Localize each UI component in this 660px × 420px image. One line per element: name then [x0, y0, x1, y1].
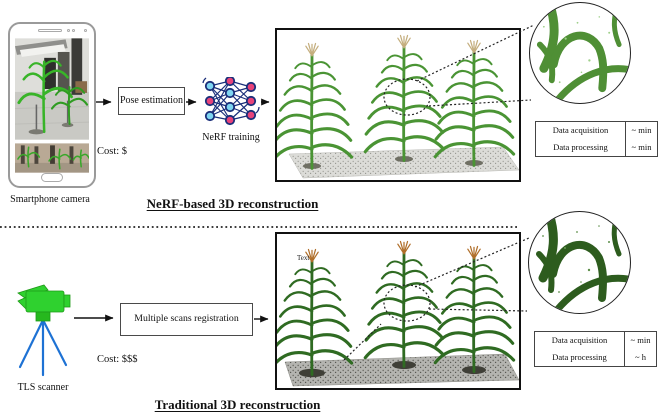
text-annotation: Text: [297, 254, 310, 262]
registration-label: Multiple scans registration: [134, 313, 239, 325]
table-cell-value: ~ min: [624, 332, 656, 349]
traditional-section-heading: Traditional 3D reconstruction: [154, 397, 321, 412]
neural-network-icon: [202, 77, 260, 126]
corn-plant: [433, 245, 516, 374]
nn-accent-arcs: [202, 77, 260, 114]
magnified-leaf-detail: [529, 212, 629, 312]
tripod-legs: [18, 318, 68, 377]
nerf-training-label: NeRF training: [202, 132, 260, 143]
smartphone-icon: [8, 22, 96, 188]
phone-speaker: [38, 29, 62, 32]
nerf-cost-label: Cost: $: [97, 146, 128, 157]
nerf-section-heading: NeRF-based 3D reconstruction: [146, 196, 319, 211]
phone-camera-dot: [84, 29, 87, 32]
nerf-point-cloud-plants: [271, 34, 520, 179]
table-cell-label: Data processing: [553, 142, 608, 152]
table-cell-value: ~ min: [625, 122, 657, 139]
tls-scanner-label: TLS scanner: [17, 382, 69, 393]
table-cell-value: ~ h: [624, 349, 656, 366]
tls-point-cloud-plants: [271, 240, 520, 387]
corn-plant: [271, 248, 354, 377]
phone-photo-strip: [15, 143, 89, 173]
corn-plant: [363, 240, 446, 369]
phone-sensor-dot: [67, 29, 70, 32]
corn-plant: [271, 42, 354, 171]
pose-estimation-box: Pose estimation: [118, 87, 185, 115]
phone-home-button: [41, 173, 63, 182]
nn-edges: [209, 80, 252, 121]
nerf-timing-table: Data acquisition ~ min Data processing ~…: [535, 121, 658, 157]
nn-nodes: [204, 77, 257, 126]
magnified-leaf-detail: [530, 3, 629, 102]
tls-scanner-icon: [17, 284, 71, 377]
traditional-timing-table: Data acquisition ~ min Data processing ~…: [534, 331, 657, 367]
corn-plant: [363, 34, 446, 163]
nerf-reconstruction-box: [271, 28, 521, 182]
smartphone-camera-label: Smartphone camera: [10, 194, 90, 205]
scanner-body: [17, 284, 71, 322]
nerf-zoom-circle: [529, 2, 631, 104]
table-cell-label: Data acquisition: [551, 335, 608, 345]
pose-estimation-label: Pose estimation: [119, 94, 184, 106]
corn-plant: [433, 39, 516, 168]
table-cell-label: Data processing: [552, 352, 607, 362]
table-cell-value: ~ min: [625, 139, 657, 156]
traditional-cost-label: Cost: $$$: [97, 354, 138, 365]
phone-sensor-dot: [72, 29, 75, 32]
multiple-scans-registration-box: Multiple scans registration: [120, 303, 253, 336]
traditional-reconstruction-box: [271, 232, 521, 390]
traditional-zoom-circle: [528, 211, 631, 314]
phone-photo-plants: [15, 37, 89, 141]
table-cell-label: Data acquisition: [552, 125, 609, 135]
